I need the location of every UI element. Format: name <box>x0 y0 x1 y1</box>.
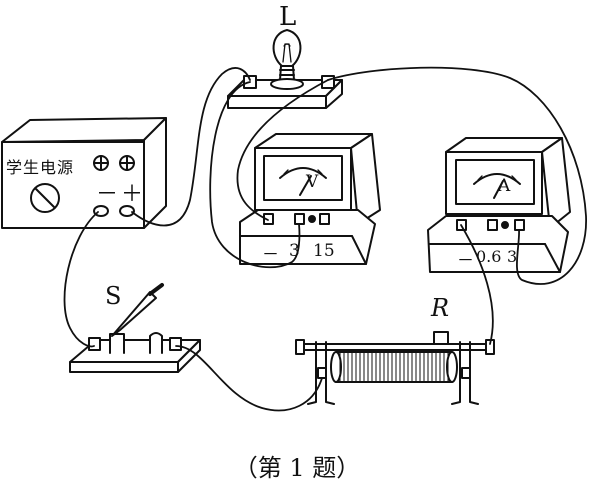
voltmeter-terminal-label: 3 <box>289 241 300 261</box>
voltage-knob <box>30 183 60 213</box>
voltmeter-symbol: V <box>306 172 319 192</box>
rheostat-label: R <box>431 294 450 322</box>
voltmeter-terminal-label: － <box>262 245 279 265</box>
switch-label: S <box>105 282 122 310</box>
supply-minus-label: － <box>96 182 119 207</box>
rheostat <box>295 331 495 405</box>
wires <box>63 66 587 412</box>
ammeter-symbol: A <box>498 176 511 196</box>
ammeter-terminal-label: － <box>457 251 474 271</box>
lamp-label: L <box>279 2 297 32</box>
power-supply-label: 学生电源 <box>6 158 75 177</box>
voltmeter-terminal-label: 15 <box>313 241 335 261</box>
rheostat-coil <box>339 352 449 382</box>
knife-switch <box>69 283 201 373</box>
voltmeter <box>239 133 381 265</box>
supply-minus-socket <box>93 205 109 217</box>
supply-plus-label: ＋ <box>121 182 144 207</box>
figure-caption: （第 1 题） <box>233 454 361 482</box>
supply-plus-socket <box>119 205 135 217</box>
rheostat-slider <box>433 331 449 345</box>
lamp <box>227 29 343 109</box>
ammeter-terminal-label: 0.6 <box>476 247 502 266</box>
ammeter-terminal-label: 3 <box>507 247 518 266</box>
power-supply <box>1 117 167 229</box>
